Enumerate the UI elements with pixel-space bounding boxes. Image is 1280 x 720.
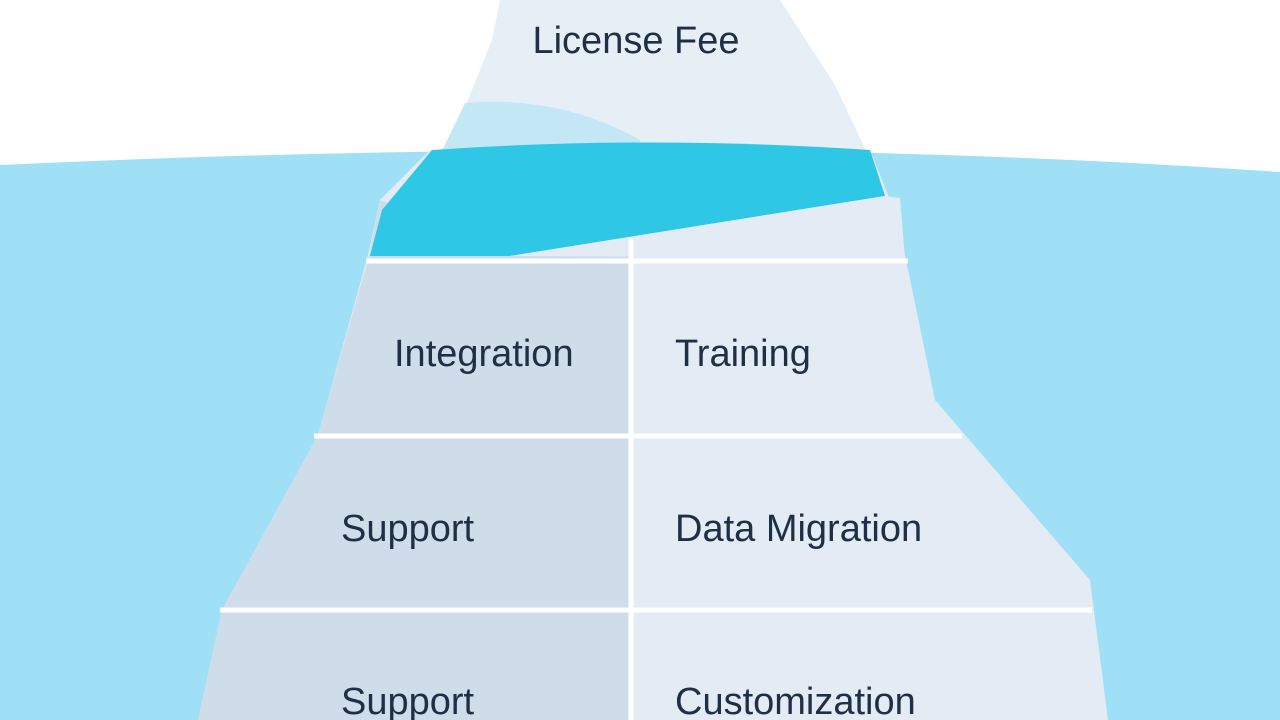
iceberg-left-shade bbox=[198, 200, 630, 720]
band-underside bbox=[510, 196, 905, 258]
cell-training: Training bbox=[675, 333, 811, 375]
cell-data-migration: Data Migration bbox=[675, 508, 922, 550]
iceberg-tip-shade bbox=[440, 101, 640, 155]
cell-support-2: Support bbox=[341, 681, 475, 720]
cell-support-1: Support bbox=[341, 508, 475, 550]
top-label: License Fee bbox=[532, 20, 739, 62]
iceberg-band bbox=[370, 142, 885, 256]
cell-customization: Customization bbox=[675, 681, 916, 720]
cell-integration: Integration bbox=[394, 333, 574, 375]
